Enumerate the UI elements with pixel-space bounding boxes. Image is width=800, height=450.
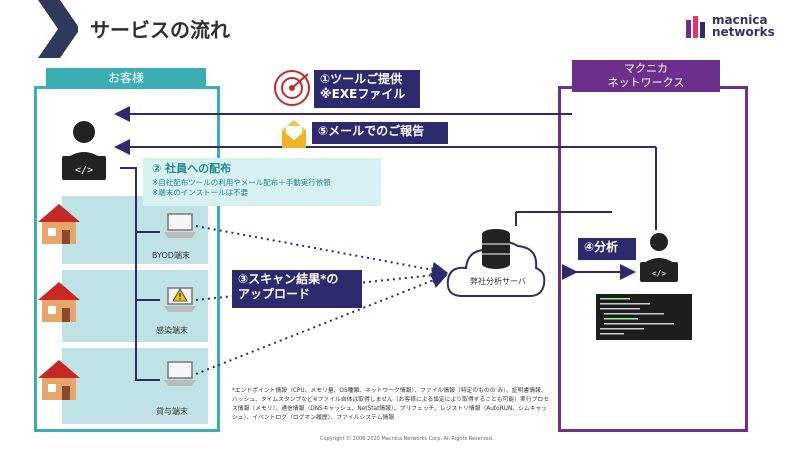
upload-line-1 [195, 225, 448, 278]
radar-icon [274, 70, 310, 106]
step-distribute-title: ② 社員への配布 [152, 162, 232, 175]
house-icon [38, 282, 80, 322]
step-provide-line2: ※EXEファイル [320, 87, 406, 101]
svg-text:</>: </> [652, 269, 667, 278]
svg-text:</>: </> [75, 165, 93, 176]
chevron-icon [38, 0, 78, 58]
code-lines-icon [600, 298, 674, 335]
terminal-label-infected: 感染端末 [156, 326, 188, 335]
macnica-label: マクニカ ネットワークス [572, 60, 720, 92]
step-upload-line1: ③スキャン結果*の [238, 272, 339, 286]
macnica-label-line2: ネットワークス [607, 76, 685, 89]
step-provide-line1: ①ツールご提供 [320, 72, 403, 86]
customer-label: お客様 [46, 68, 206, 88]
header-bar [0, 0, 800, 58]
step-distribute-note1: ※自社配布ツールの利用やメール配布＋手動実行依頼 [152, 178, 331, 187]
terminal-label-byod: BYOD端末 [152, 251, 190, 260]
logo [686, 16, 708, 44]
warning-icon [172, 288, 188, 302]
logo-line1: macnica [712, 13, 768, 27]
server-cloud-icon [446, 229, 546, 297]
mail-icon [282, 120, 306, 148]
step-analyze: ④分析 [578, 238, 636, 260]
laptop-icon [164, 361, 196, 386]
person-icon: </> [640, 233, 678, 282]
step-report: ⑤メールでのご報告 [312, 122, 448, 144]
analysis-screen [596, 294, 692, 340]
step-provide: ①ツールご提供 ※EXEファイル [314, 70, 420, 108]
house-icon [38, 360, 80, 400]
upload-line-3 [195, 272, 448, 375]
logo-text: macnica networks [712, 14, 775, 38]
step-upload: ③スキャン結果*の アップロード [232, 270, 362, 308]
terminal-label-lent: 貸与端末 [156, 407, 188, 416]
step-distribute-note2: ※端末のインストールは不要 [152, 188, 249, 197]
footnote: *エンドポイント情報（CPU、メモリ量、OS種類、ネットワーク情報）、ファイル情… [232, 388, 550, 421]
laptop-icon [164, 213, 196, 238]
step-distribute [143, 158, 381, 206]
house-icon [38, 204, 80, 244]
distribution-tree [120, 167, 160, 381]
copyright: Copyright © 2006-2020 Macnica Networks C… [320, 436, 494, 442]
macnica-label-line1: マクニカ [624, 62, 668, 75]
step-distribute-notes: ※自社配布ツールの利用やメール配布＋手動実行依頼 ※端末のインストールは不要 [152, 178, 331, 198]
person-icon: </> [62, 121, 106, 180]
step-upload-line2: アップロード [238, 287, 311, 301]
logo-mark-icon [686, 16, 705, 38]
page-title: サービスの流れ [90, 18, 230, 42]
logo-line2: networks [712, 25, 775, 39]
server-label: 弊社分析サーバ [470, 277, 526, 286]
